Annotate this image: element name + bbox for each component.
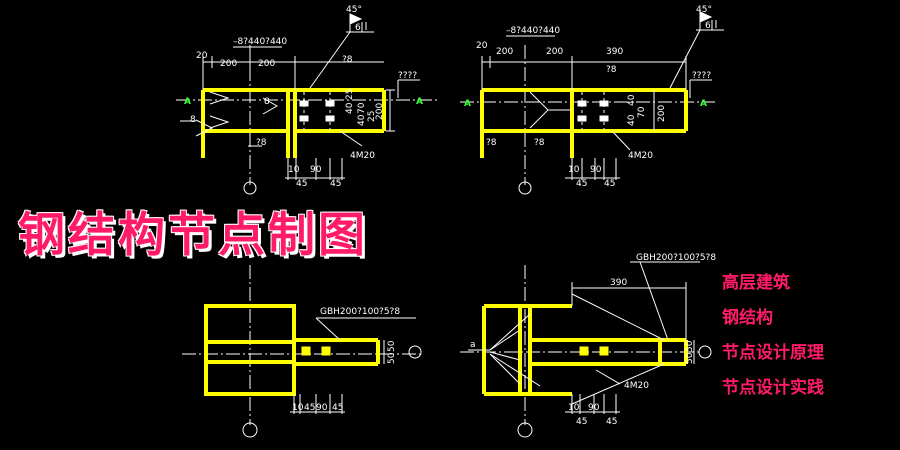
dim-label: 25: [367, 111, 377, 122]
dim-label: 50: [685, 340, 695, 352]
topic-item-steel-structure: 钢结构: [722, 308, 773, 328]
side-label: ????: [398, 71, 417, 81]
section-mark-label: A: [416, 97, 423, 107]
dim-label: 200: [375, 103, 385, 120]
plate-label: ?8: [606, 65, 617, 75]
plate-label: ?8: [342, 55, 353, 65]
dim-label: 200: [258, 59, 275, 69]
weld-size-label: 6: [355, 23, 361, 33]
dim-label: 50: [387, 340, 397, 352]
weld-size-label: 6: [705, 21, 711, 31]
dim-label: 390: [606, 47, 623, 57]
weld-label: 8: [264, 97, 270, 107]
dim-label: 45: [576, 179, 587, 189]
bolt-callout-label: –8?440?440: [506, 26, 560, 36]
dim-label: 10: [288, 165, 300, 175]
dim-label: 90: [590, 165, 602, 175]
dim-label: 390: [610, 278, 627, 288]
plate-label: ?8: [256, 138, 267, 148]
page-title: 钢结构节点制图: [18, 208, 368, 263]
dim-label: 200: [220, 59, 237, 69]
std-ref-label: GBH200?100?5?8: [320, 307, 400, 317]
dim-label: 45: [304, 403, 315, 413]
dim-label: 25: [345, 89, 355, 100]
weld-label: 8: [190, 115, 196, 125]
drawing-top-left: [176, 13, 440, 195]
dim-label: 50: [685, 352, 695, 364]
topic-item-design-principle: 节点设计原理: [722, 343, 824, 363]
section-mark-label: A: [464, 99, 471, 109]
dim-label: 10: [292, 403, 304, 413]
bolt-callout-label: –8?440?440: [233, 37, 287, 47]
topic-item-high-rise: 高层建筑: [722, 273, 790, 293]
dim-label: 70: [637, 106, 647, 118]
dim-label: 20: [476, 41, 488, 51]
drawing-bottom-right: [460, 261, 712, 438]
dim-label: 200: [546, 47, 563, 57]
topic-list: 高层建筑 钢结构 节点设计原理 节点设计实践: [722, 266, 824, 406]
plate-label: ?8: [534, 138, 545, 148]
side-label: ????: [692, 71, 711, 81]
dim-label: 50: [387, 352, 397, 364]
dim-label: 45: [576, 417, 587, 427]
std-ref-label: GBH200?100?5?8: [636, 253, 716, 263]
dim-label: 40: [345, 102, 355, 114]
bolts-label: 4M20: [350, 151, 375, 161]
bolts-label: 4M20: [628, 151, 653, 161]
dim-label: 200: [657, 105, 667, 122]
dim-label: 45: [604, 179, 615, 189]
section-mark-label: A: [700, 99, 707, 109]
dim-label: 45: [332, 403, 343, 413]
dim-label: 70: [357, 102, 367, 114]
section-mark-label: A: [184, 97, 191, 107]
drawing-top-right: [460, 11, 724, 195]
dim-label: 90: [316, 403, 328, 413]
dim-label: 10: [568, 165, 580, 175]
dim-label: 45: [606, 417, 617, 427]
drawing-bottom-left: [182, 265, 422, 438]
dim-label: 200: [496, 47, 513, 57]
weld-angle-label: 45°: [346, 5, 362, 15]
dim-label: 40: [357, 114, 367, 126]
weld-angle-label: 45°: [696, 5, 712, 15]
dim-label: 40: [627, 114, 637, 126]
dim-label: 45: [296, 179, 307, 189]
topic-item-design-practice: 节点设计实践: [722, 378, 824, 398]
plate-label: ?8: [486, 138, 497, 148]
dim-label: 20: [196, 51, 208, 61]
dim-label: 10: [568, 403, 580, 413]
dim-label: 40: [627, 94, 637, 106]
dim-label: 90: [588, 403, 600, 413]
dim-label: 90: [310, 165, 322, 175]
weld-label: a: [470, 340, 476, 350]
bolts-label: 4M20: [624, 381, 649, 391]
dim-label: 45: [330, 179, 341, 189]
